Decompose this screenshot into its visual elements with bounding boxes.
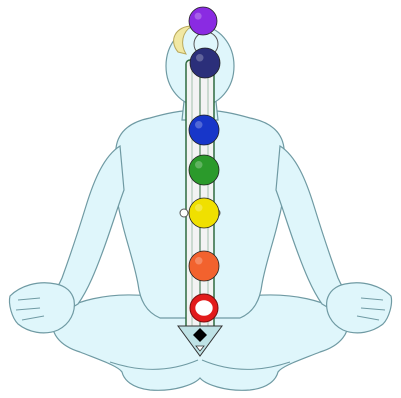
left-hand [9,283,74,333]
chakra-heart [189,155,219,185]
chakra-crown-highlight [195,13,202,20]
chakra-heart-highlight [195,161,203,169]
chakra-sacral [189,251,219,281]
chakra-third-eye-highlight [196,54,204,62]
chakra-throat-highlight [195,121,203,129]
chakra-third-eye [190,48,220,78]
chakra-sacral-highlight [195,257,203,265]
chakra-root-center [195,300,212,315]
chakra-throat [189,115,219,145]
chakra-crown [189,7,217,35]
chakra-solar-plexus-highlight [195,204,203,212]
side-node-left [180,209,188,217]
chakra-solar-plexus [189,198,219,228]
chakra-stack [189,7,220,322]
right-hand [327,283,392,333]
